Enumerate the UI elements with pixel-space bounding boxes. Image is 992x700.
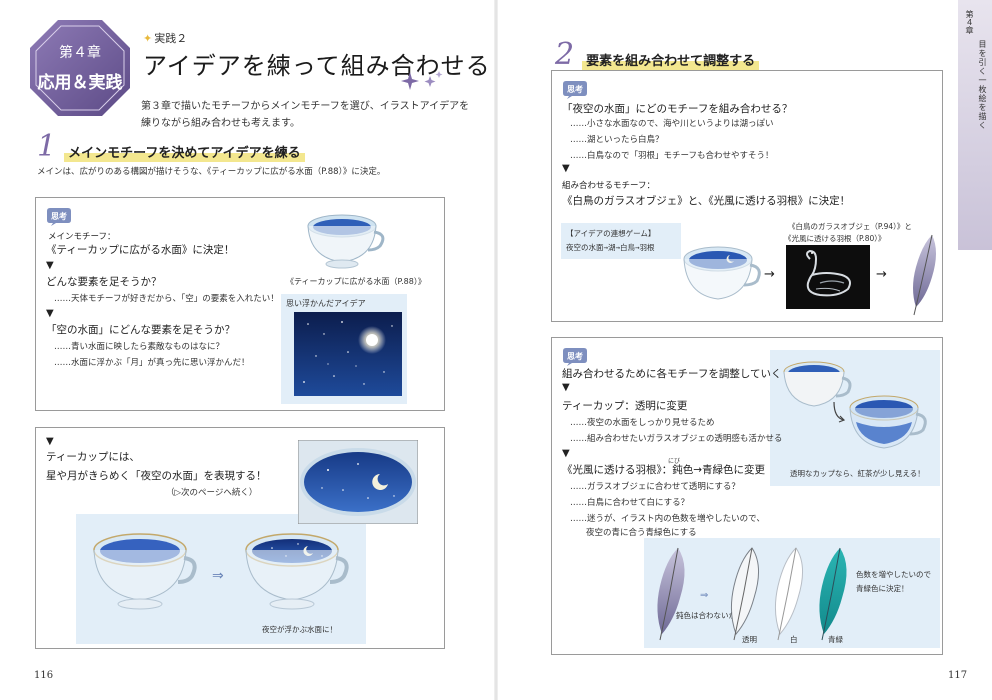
teacup-after [245, 533, 349, 610]
chapter-name: 応用＆実践 [37, 73, 123, 93]
down-triangle-icon: ▼ [562, 382, 570, 393]
feather-white [774, 547, 803, 641]
feather-clear [730, 547, 759, 641]
arrow-icon: → [876, 267, 887, 282]
combine-decision: 《白鳥のガラスオブジェ》と、《光風に透ける羽根》に決定！ [562, 195, 851, 207]
idea-card-2: ▼ ティーカップには、 星や月がきらめく「夜空の水面」を表現する！ （▷次のペー… [35, 427, 445, 649]
teacup-caption: 《ティーカップに広がる水面（P.88）》 [286, 277, 426, 286]
adjust-heading: 組み合わせるために各モチーフを調整していく [562, 368, 782, 380]
chapter-number: 第４章 [59, 45, 101, 61]
feather-teal [819, 547, 847, 641]
section-2-heading: 2 要素を組み合わせて調整する [555, 37, 760, 72]
main-motif-label: メインモチーフ： [48, 232, 116, 242]
down-triangle-icon: ▼ [46, 260, 54, 271]
card2-line-2: 星や月がきらめく「夜空の水面」を表現する！ [46, 470, 267, 482]
arrow-icon: → [764, 267, 775, 282]
arrow-icon: ⇒ [700, 590, 709, 601]
teacup-night [683, 246, 761, 300]
handwritten-clear-label: 透明 [742, 635, 757, 644]
section-2-title: 要素を組み合わせて調整する [582, 50, 760, 70]
idea-card-1: 思考 メインモチーフ： 《ティーカップに広がる水面》に決定！ ▼ どんな要素を足… [35, 197, 445, 411]
cup-reason-2: ……組み合わせたいガラスオブジェの透明感も活かせる [570, 434, 783, 444]
answer-3: ……水面に浮かぶ「月」が真っ先に思い浮かんだ！ [54, 358, 250, 368]
reference-2: 《光風に透ける羽根（P.80）》 [784, 234, 886, 243]
down-triangle-icon: ▼ [562, 448, 570, 459]
speech-bubble-icon [563, 81, 587, 99]
teacup-transparent [849, 395, 927, 449]
feather-reason-3: ……迷うが、イラスト内の色数を増やしたいので、 [570, 514, 765, 524]
question-2: 「空の水面」にどんな要素を足そうか？ [46, 324, 235, 336]
association-game-box [561, 223, 681, 259]
side-index-tab [958, 0, 992, 250]
intro-paragraph: 第３章で描いたモチーフからメインモチーフを選び、イラストアイデアを練りながら組み… [141, 101, 470, 129]
section-1-title: メインモチーフを決めてアイデアを練る [64, 142, 305, 162]
reference-1: 《白鳥のガラスオブジェ（P.94）》と [788, 222, 912, 231]
answer-1: ……天体モチーフが好きだから、「空」の要素を入れたい！ [54, 294, 279, 304]
think-badge: 思考 [562, 80, 588, 100]
left-page: 第４章 応用＆実践 ✦実践２ アイデアを練って組み合わせる 第３章で描いたモチー… [28, 18, 491, 681]
teacup-before [93, 533, 197, 610]
page-number-right: 117 [948, 670, 968, 681]
down-triangle-icon: ▼ [46, 436, 54, 447]
side-chapter-title: 目を引く一枚絵を描く [978, 40, 987, 130]
card2-line-1: ティーカップには、 [46, 451, 140, 463]
feather-reason-2: ……白鳥に合わせて白にする？ [570, 498, 690, 508]
glass-swan-image [786, 245, 870, 309]
teacup-original [783, 361, 852, 407]
feather-reason-1: ……ガラスオブジェに合わせて透明にする？ [570, 482, 740, 492]
handwritten-teal-label: 青緑 [828, 635, 843, 644]
practice-tag: ✦実践２ [143, 30, 187, 46]
answer-2: ……青い水面に映したら素敵なものはなに？ [54, 342, 225, 352]
down-triangle-icon: ▼ [562, 163, 570, 174]
think-badge: 思考 [46, 207, 72, 227]
idea-card-4: 思考 組み合わせるために各モチーフを調整していく ▼ ティーカップ：透明に変更 … [551, 337, 943, 655]
sparkle-icon: ✦ [143, 32, 153, 45]
handwritten-white-label: 白 [790, 635, 798, 644]
section-2-number: 2 [555, 37, 575, 72]
down-triangle-icon: ▼ [46, 308, 54, 319]
idea-card-3: 思考 「夜空の水面」にどのモチーフを組み合わせる？ ……小さな水面なので、海や川… [551, 70, 943, 322]
idea-caption: 思い浮かんだアイデア [286, 299, 366, 308]
ruby-reading: にび [668, 458, 681, 465]
speech-bubble-icon [563, 348, 587, 366]
book-gutter [494, 0, 498, 700]
answer-1: ……小さな水面なので、海や川というよりは湖っぽい [570, 119, 774, 129]
continue-note: （▷次のページへ続く） [166, 488, 258, 498]
main-motif-decision: 《ティーカップに広がる水面》に決定！ [46, 244, 235, 256]
handwritten-color-note: 色数を増やしたいので青緑色に決定！ [856, 570, 931, 593]
section-1-number: 1 [37, 129, 57, 164]
speech-bubble-icon [47, 208, 71, 226]
answer-3: ……白鳥なので「羽根」モチーフも合わせやすそう！ [570, 151, 774, 161]
feather-change-heading: 《光風に透ける羽根》：鈍色→青緑色に変更 [562, 464, 766, 476]
cup-reason-1: ……夜空の水面をしっかり見せるため [570, 418, 715, 428]
combine-label: 組み合わせるモチーフ： [562, 181, 655, 191]
section-1-summary: メインは、広がりのある構図が描けそうな、《ティーカップに広がる水面（P.88）》… [37, 167, 386, 177]
handwritten-grey-note: 鈍色は合わないかも [676, 611, 744, 620]
curved-arrow-icon [833, 401, 846, 423]
feather-reason-4: 夜空の青に合う青緑色にする [586, 528, 697, 538]
question: 「夜空の水面」にどのモチーフを組み合わせる？ [562, 103, 793, 115]
think-badge: 思考 [562, 347, 588, 367]
feather-image [913, 234, 936, 316]
answer-2: ……湖といったら白鳥？ [570, 135, 664, 145]
handwritten-cup-note: 透明なカップなら、紅茶が少し見える！ [790, 469, 925, 478]
page-title: アイデアを練って組み合わせる [143, 52, 491, 80]
handwritten-caption: 夜空が浮かぶ水面に！ [262, 625, 337, 634]
arrow-icon: ⇒ [212, 568, 224, 584]
page-number-left: 116 [34, 670, 54, 681]
chapter-badge-shape [30, 20, 130, 116]
feather-grey [657, 547, 685, 641]
side-chapter-label: 第４章 [965, 10, 974, 34]
section-1-heading: 1 メインモチーフを決めてアイデアを練る [37, 132, 305, 162]
game-chain: 夜空の水面→湖→白鳥→羽根 [566, 243, 655, 252]
teacup-illustration [307, 214, 385, 269]
night-sky-image [294, 312, 402, 396]
question-1: どんな要素を足そうか？ [46, 276, 162, 288]
chapter-badge: 第４章 応用＆実践 [28, 18, 132, 118]
water-surface-closeup [298, 440, 418, 524]
game-title: 【アイデアの連想ゲーム】 [566, 229, 656, 238]
cup-change-heading: ティーカップ：透明に変更 [562, 400, 688, 412]
sparkles-icon [401, 71, 443, 90]
practice-label: 実践２ [154, 32, 188, 45]
